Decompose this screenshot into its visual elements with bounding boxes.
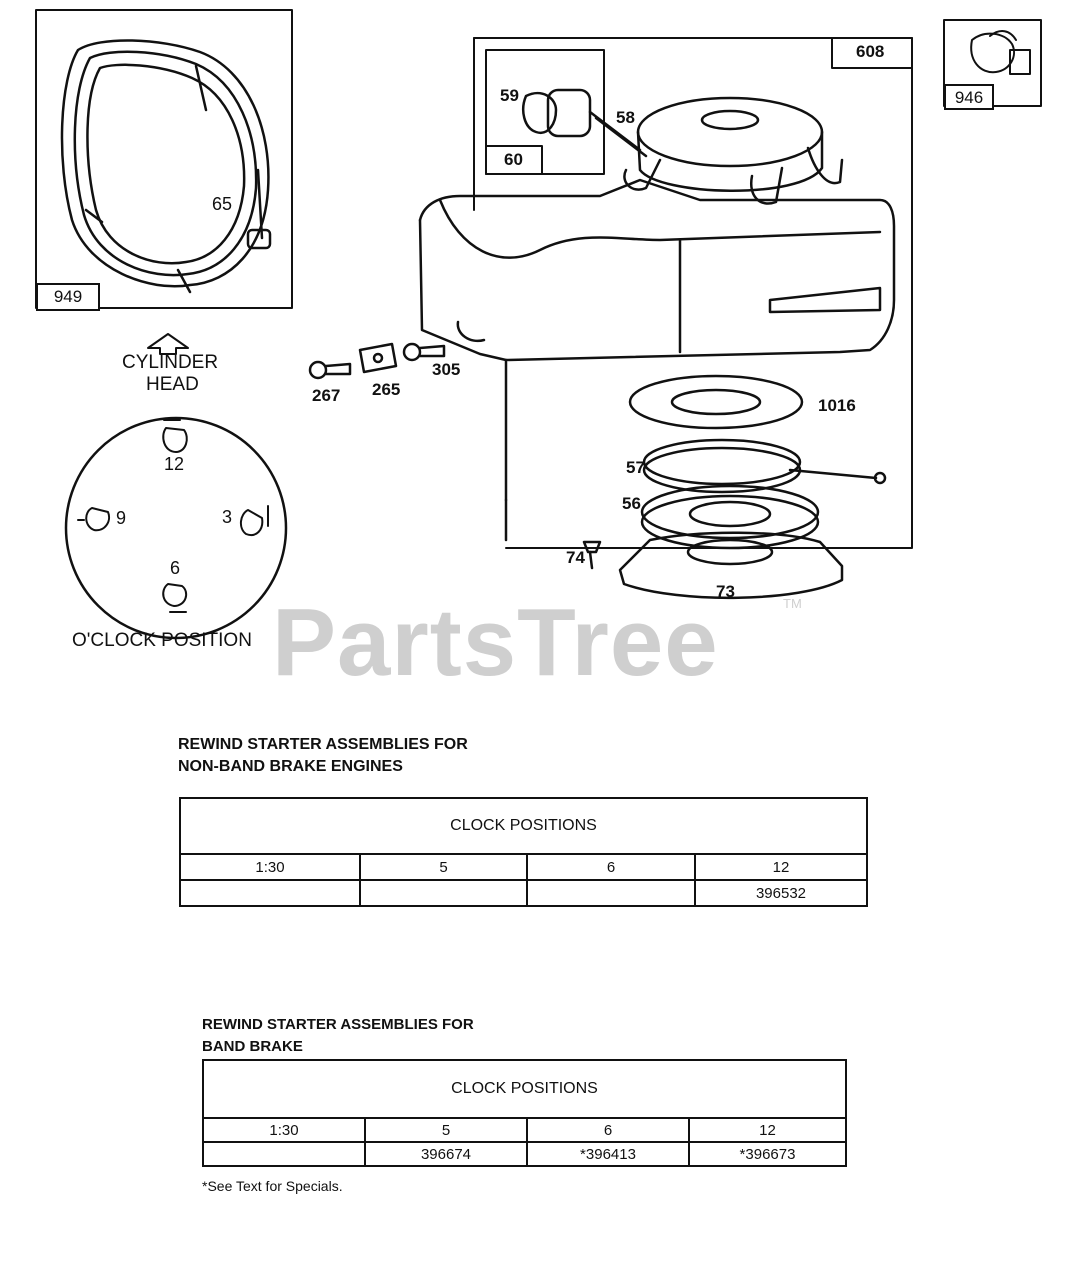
- table1-col-3: 6: [526, 853, 696, 881]
- table1-cell-1: [179, 879, 361, 907]
- watermark-trademark: TM: [783, 596, 802, 611]
- callout-58: 58: [616, 108, 635, 127]
- callout-267: 267: [312, 386, 341, 405]
- table2-title-line2: BAND BRAKE: [202, 1038, 303, 1055]
- callout-949: 949: [36, 283, 100, 311]
- table2-col-1: 1:30: [202, 1117, 366, 1143]
- head-label: HEAD: [146, 374, 199, 395]
- clock-3: 3: [222, 507, 233, 527]
- table2-header: CLOCK POSITIONS: [202, 1059, 847, 1119]
- table2-cell-3: *396413: [526, 1141, 690, 1167]
- table2-col-2: 5: [364, 1117, 528, 1143]
- callout-1016: 1016: [818, 396, 856, 415]
- callout-59: 59: [500, 86, 519, 105]
- table1-title: REWIND STARTER ASSEMBLIES FOR NON-BAND B…: [178, 734, 468, 778]
- cylinder-label: CYLINDER: [122, 352, 219, 373]
- callout-73: 73: [716, 582, 735, 601]
- callout-57: 57: [626, 458, 645, 477]
- callout-60: 60: [504, 150, 523, 169]
- table2-col-3: 6: [526, 1117, 690, 1143]
- table2-footnote: *See Text for Specials.: [202, 1178, 343, 1194]
- table1: CLOCK POSITIONS 1:30 5 6 12 396532: [179, 797, 868, 907]
- table1-cell-2: [359, 879, 528, 907]
- watermark-text: PartsTree: [272, 589, 719, 696]
- table2-title: REWIND STARTER ASSEMBLIES FOR BAND BRAKE: [202, 1014, 474, 1058]
- table1-header: CLOCK POSITIONS: [179, 797, 868, 855]
- clock-9: 9: [116, 508, 127, 528]
- callout-946: 946: [944, 84, 994, 110]
- table2-cell-4: *396673: [688, 1141, 847, 1167]
- clock-6: 6: [170, 558, 181, 578]
- callout-305: 305: [432, 360, 461, 379]
- table2-title-line1: REWIND STARTER ASSEMBLIES FOR: [202, 1016, 474, 1033]
- callout-265: 265: [372, 380, 401, 399]
- clock-12: 12: [164, 454, 185, 474]
- callout-74: 74: [566, 548, 585, 567]
- callout-608: 608: [856, 42, 885, 61]
- table2-cell-1: [202, 1141, 366, 1167]
- table1-cell-3: [526, 879, 696, 907]
- callout-65: 65: [212, 194, 233, 214]
- table1-title-line1: REWIND STARTER ASSEMBLIES FOR: [178, 736, 468, 753]
- callout-56: 56: [622, 494, 641, 513]
- table1-cell-4: 396532: [694, 879, 868, 907]
- table2-cell-2: 396674: [364, 1141, 528, 1167]
- table2: CLOCK POSITIONS 1:30 5 6 12 396674 *3964…: [202, 1059, 847, 1167]
- parts-illustration: [35, 9, 1042, 640]
- table1-title-line2: NON-BAND BRAKE ENGINES: [178, 758, 403, 775]
- table1-col-2: 5: [359, 853, 528, 881]
- table1-col-4: 12: [694, 853, 868, 881]
- table2-col-4: 12: [688, 1117, 847, 1143]
- table1-col-1: 1:30: [179, 853, 361, 881]
- clock-caption: O'CLOCK POSITION: [72, 630, 252, 651]
